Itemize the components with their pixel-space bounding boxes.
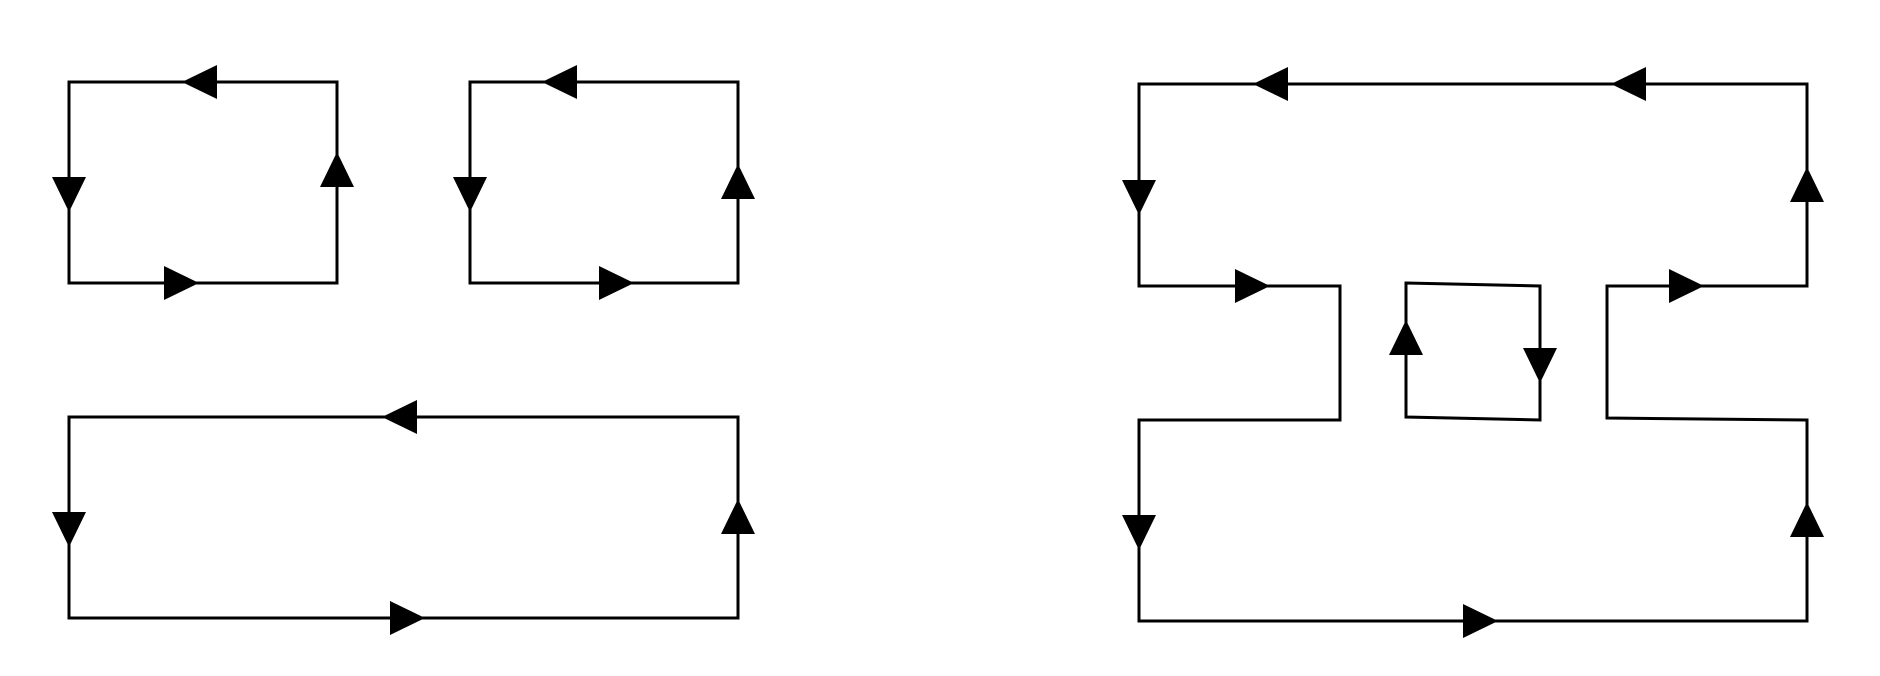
arrow-up-icon [721,499,755,534]
arrow-down-icon [1122,180,1156,215]
arrow-down-icon [1122,515,1156,550]
loop-edge [1404,281,1542,422]
arrow-right-icon [390,601,425,635]
arrow-left-icon [542,65,577,99]
arrow-down-icon [52,177,86,212]
arrow-right-icon [1669,269,1704,303]
loop-edge [468,80,740,285]
arrow-down-icon [52,512,86,547]
loop-small-left [52,65,354,300]
arrow-left-icon [1253,67,1288,101]
arrow-left-icon [182,65,217,99]
loop-small-right [453,65,755,300]
loop-wide-bottom [52,400,755,635]
arrow-right-icon [164,266,199,300]
arrow-left-icon [1611,67,1646,101]
arrow-down-icon [1523,348,1557,383]
arrow-up-icon [320,152,354,187]
loop-outer-composite [1122,67,1824,638]
arrow-right-icon [1235,269,1270,303]
arrow-down-icon [453,177,487,212]
loop-inner-center [1389,281,1557,422]
loop-edge [67,80,339,285]
loop-edge [67,415,740,620]
arrow-up-icon [1790,502,1824,537]
arrow-right-icon [1463,604,1498,638]
arrow-up-icon [1790,167,1824,202]
arrow-up-icon [721,164,755,199]
arrow-left-icon [382,400,417,434]
arrow-right-icon [599,266,634,300]
loop-edge [1137,82,1809,623]
arrow-up-icon [1389,320,1423,355]
